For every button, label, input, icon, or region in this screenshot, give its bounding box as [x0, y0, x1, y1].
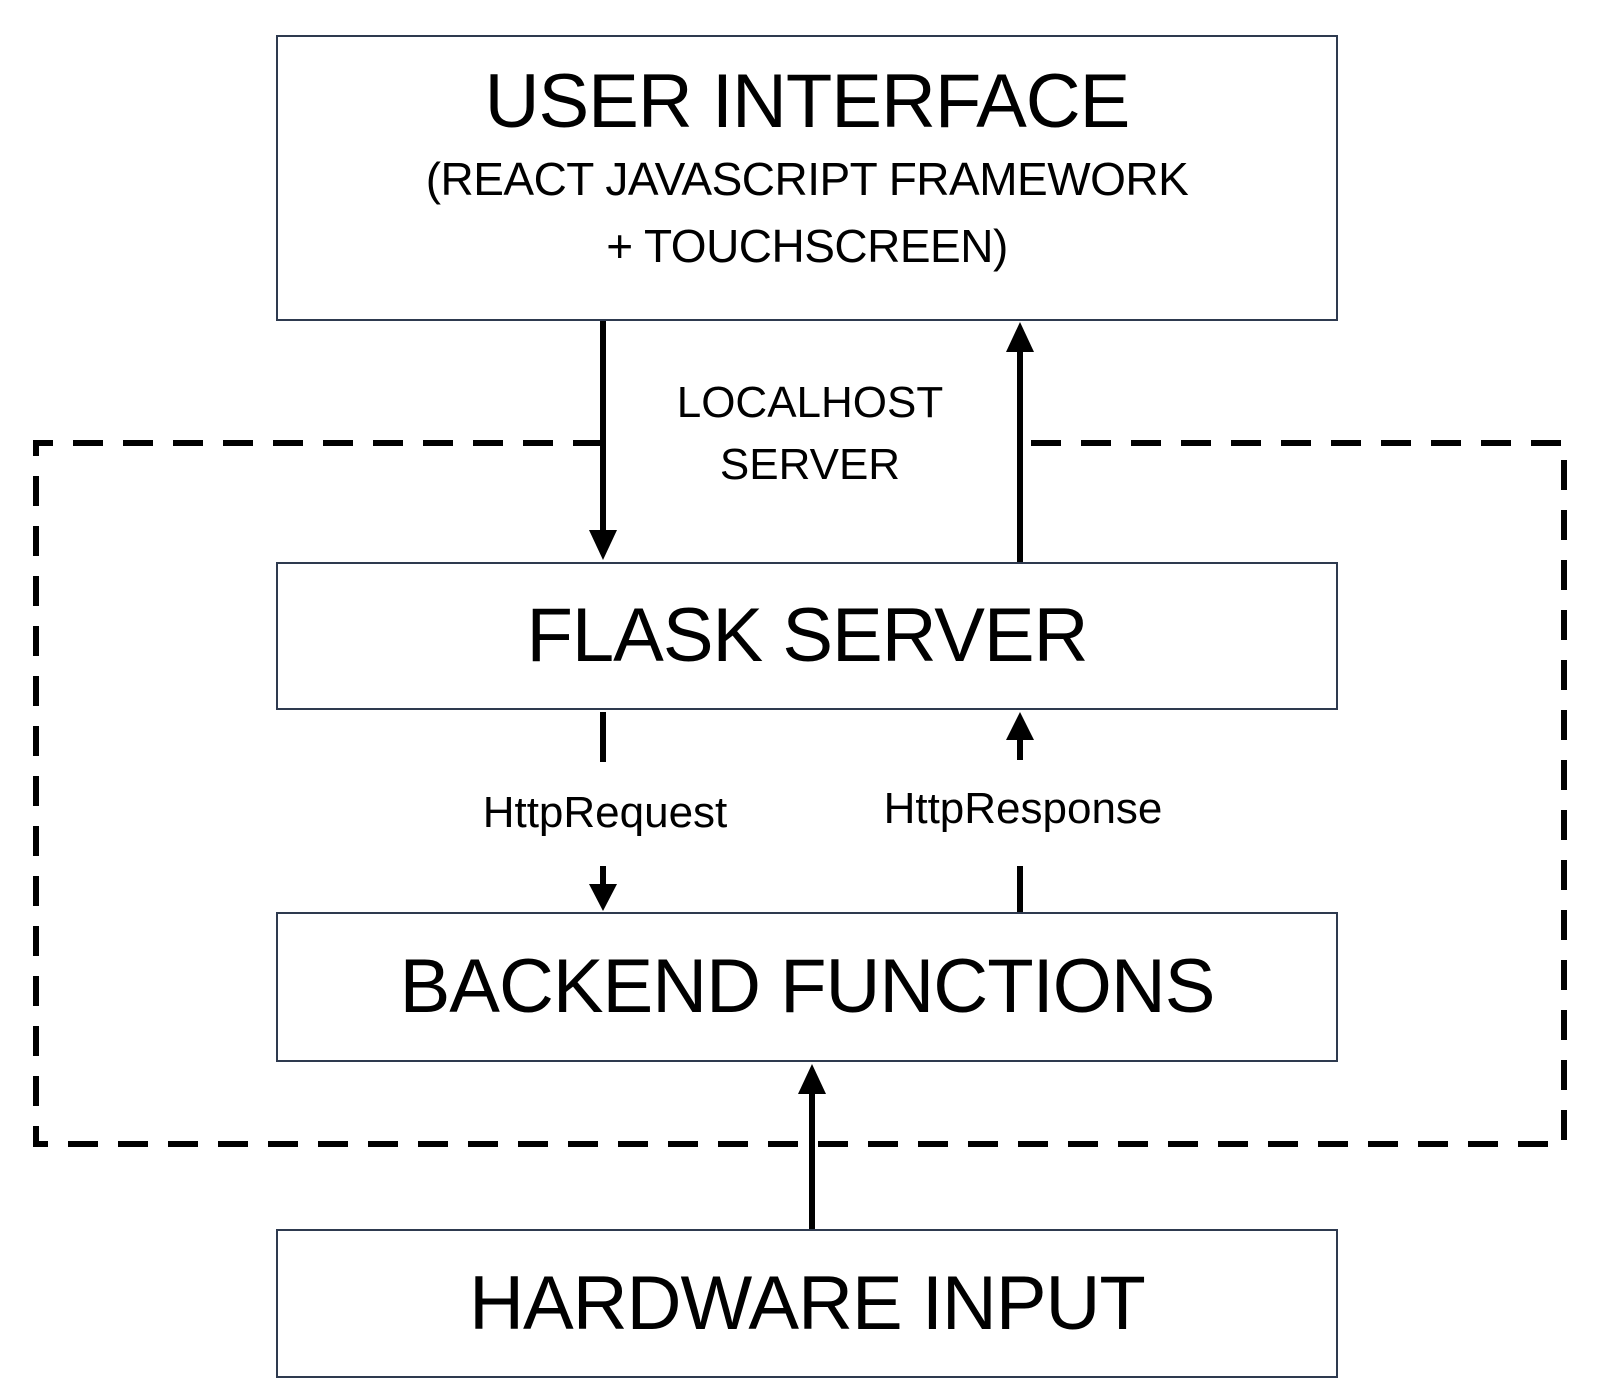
localhost-label-line2: SERVER — [719, 439, 901, 489]
hardware-input-title: HARDWARE INPUT — [469, 1260, 1146, 1346]
hardware-input-box: HARDWARE INPUT — [276, 1229, 1338, 1378]
user-interface-box: USER INTERFACE (REACT JAVASCRIPT FRAMEWO… — [276, 35, 1338, 321]
hardware-to-backend-arrow — [798, 1064, 826, 1229]
user-interface-title: USER INTERFACE — [484, 59, 1131, 145]
user-interface-subtitle-line1: (REACT JAVASCRIPT FRAMEWORK — [425, 153, 1189, 206]
http-response-arrow — [1006, 712, 1034, 912]
flask-server-box: FLASK SERVER — [276, 562, 1338, 710]
localhost-server-label: LOCALHOST SERVER — [620, 372, 1000, 495]
http-request-label: HttpRequest — [482, 788, 728, 837]
http-request-arrow — [589, 712, 617, 911]
ui-to-flask-arrow — [589, 321, 617, 560]
localhost-server-boundary — [33, 440, 1567, 1147]
backend-functions-title: BACKEND FUNCTIONS — [399, 944, 1216, 1030]
localhost-label-line1: LOCALHOST — [676, 378, 944, 427]
flask-server-title: FLASK SERVER — [526, 593, 1088, 679]
backend-functions-box: BACKEND FUNCTIONS — [276, 912, 1338, 1062]
user-interface-subtitle-line2: + TOUCHSCREEN) — [606, 219, 1008, 272]
flask-to-ui-arrow — [1006, 322, 1034, 562]
http-response-label: HttpResponse — [883, 784, 1163, 833]
